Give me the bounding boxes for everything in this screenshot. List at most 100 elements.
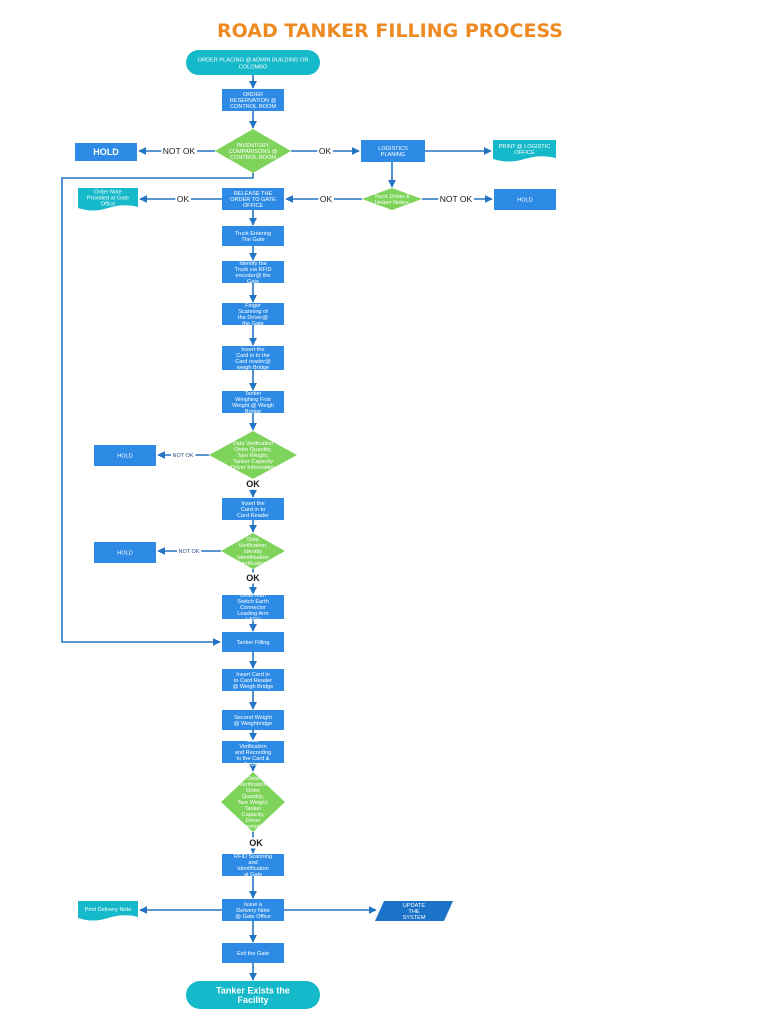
label-verification-2-ok: OK <box>246 573 260 583</box>
process-box <box>75 143 137 161</box>
edge-label-bg <box>438 193 475 205</box>
document-shape <box>78 901 138 921</box>
label-driver-ok: OK <box>320 194 333 204</box>
decision-diamond <box>221 772 285 832</box>
label-driver-not-ok: NOT OK <box>440 194 473 204</box>
process-box <box>222 346 284 370</box>
process-box <box>222 899 284 921</box>
process-box <box>94 445 156 466</box>
process-label: Second Weight@ Weighbridge <box>234 715 273 727</box>
process-box <box>222 710 284 730</box>
process-box <box>222 226 284 246</box>
process-box <box>222 669 284 691</box>
label-verification-3-ok: OK <box>249 838 263 848</box>
decision-diamond <box>209 431 297 479</box>
data-parallelogram <box>375 901 453 921</box>
edge-label-bg <box>161 145 198 157</box>
process-box <box>494 189 556 210</box>
label-release-ok: OK <box>177 194 190 204</box>
process-hold-verification-1-node: HOLD <box>94 445 156 466</box>
hold-label: HOLD <box>93 147 119 157</box>
process-box <box>94 542 156 563</box>
process-box <box>222 595 284 619</box>
edge-label-bg <box>244 478 262 490</box>
process-box <box>222 391 284 413</box>
process-box <box>222 632 284 652</box>
process-box <box>222 854 284 876</box>
process-exit-gate-node: Exit the Gate <box>222 943 284 963</box>
process-second-weight-node: Second Weight@ Weighbridge <box>222 710 284 730</box>
document-shape <box>78 188 138 211</box>
process-hold-logistics-node: HOLD <box>494 189 556 210</box>
edge-label-bg <box>317 145 333 157</box>
edge-bypass-to-tanker-filling <box>61 173 254 646</box>
process-hold-verification-2-node: HOLD <box>94 542 156 563</box>
terminal-shape <box>186 50 320 75</box>
document-shape <box>493 140 556 162</box>
edge-label-bg <box>175 193 191 205</box>
process-box <box>222 943 284 963</box>
label-verification-1-ok: OK <box>246 479 260 489</box>
document-print-delivery-note-node: Print Delivery Note <box>78 901 138 921</box>
process-box <box>222 89 284 111</box>
edge-label-bg <box>244 572 262 584</box>
edge-label-bg <box>247 837 265 849</box>
label-verification-1-not-ok: NOT OK <box>173 453 194 459</box>
process-label: HOLD <box>517 198 533 204</box>
process-box <box>361 140 425 162</box>
label-inventory-ok: OK <box>319 146 332 156</box>
hold-hold-inventory-node: HOLD <box>75 143 137 161</box>
process-tanker-filling-node: Tanker Filling <box>222 632 284 652</box>
decision-label: Truck Driver &Helper Notice <box>374 194 410 206</box>
decision-truck-driver-helper-node: Truck Driver &Helper Notice <box>362 188 422 210</box>
document-label: Print Delivery Note <box>85 907 132 913</box>
process-label: Exit the Gate <box>237 951 269 957</box>
process-box <box>222 303 284 325</box>
page-title: ROAD TANKER FILLING PROCESS <box>217 20 563 42</box>
process-label: HOLD <box>117 454 133 460</box>
edge-label-bg <box>177 548 202 556</box>
process-box <box>222 188 284 210</box>
decision-diamond <box>362 188 422 210</box>
terminal-shape <box>186 981 320 1009</box>
process-label: HOLD <box>117 551 133 557</box>
